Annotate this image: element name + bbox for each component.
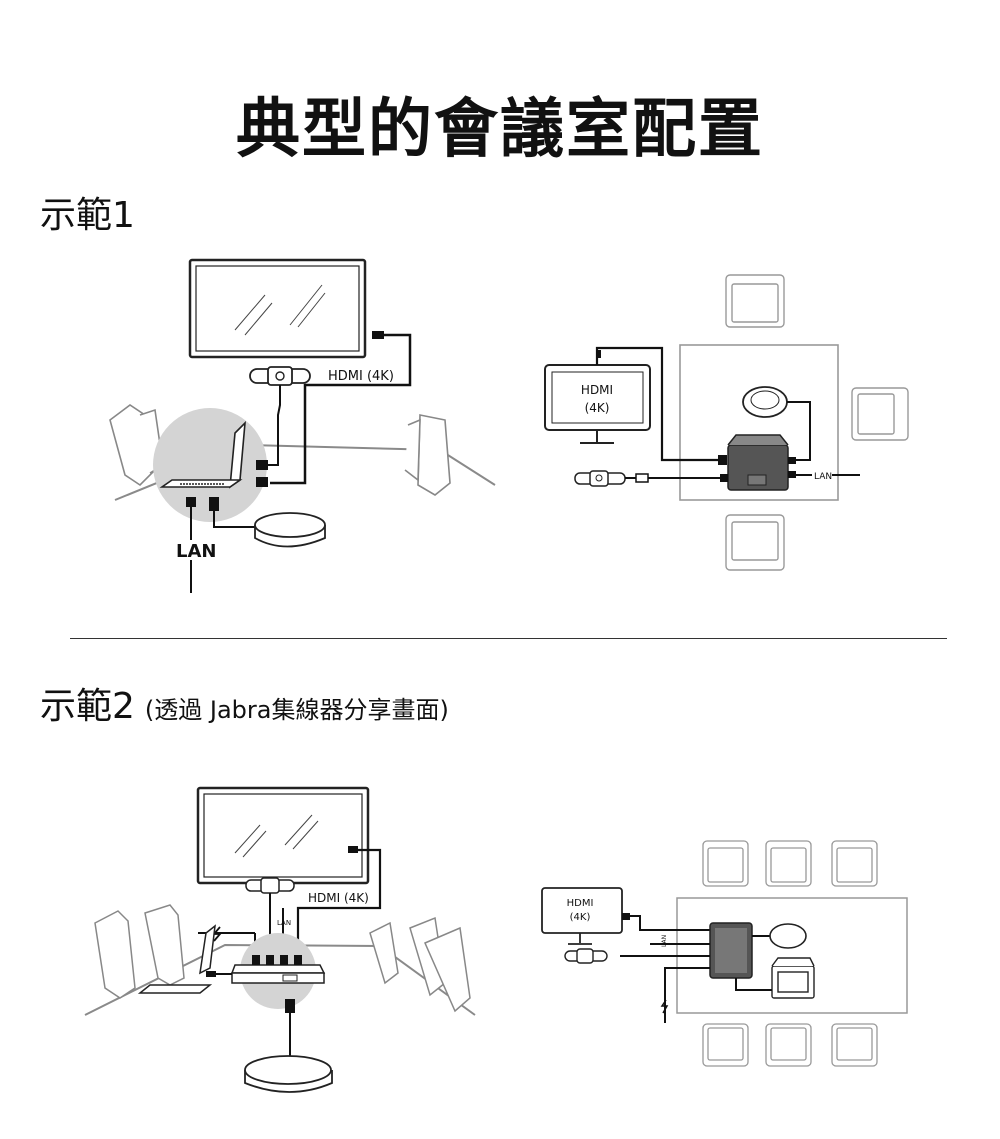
display-screen [188, 258, 367, 359]
chairs-bottom [702, 1023, 878, 1067]
usb-port [256, 460, 268, 470]
chairs-left [94, 904, 185, 999]
video-bar-camera [245, 877, 295, 955]
chairs-right [369, 916, 471, 1013]
example1-room-topdown: HDMI (4K) LAN [544, 274, 909, 571]
monitor: HDMI (4K) [541, 887, 623, 945]
hdmi-cable [630, 915, 710, 931]
power-bolt-icon [660, 999, 669, 1014]
laptop [137, 924, 216, 994]
example2-subheading: (透過 Jabra集線器分享畫面) [144, 696, 449, 724]
video-bar-camera [249, 366, 311, 466]
monitor-resolution-label: (4K) [585, 401, 610, 415]
example2-room-perspective: HDMI (4K) LAN [84, 786, 476, 1093]
usb-connector [209, 497, 219, 511]
lan-label: LAN [814, 472, 832, 482]
monitor: HDMI (4K) [544, 364, 651, 444]
video-bar-camera [574, 470, 626, 487]
example1-heading: 示範1 [40, 186, 135, 238]
hdmi-label: HDMI (4K) [308, 891, 369, 905]
example2-room-topdown: HDMI (4K) LAN [541, 840, 908, 1067]
speakerphone [769, 923, 807, 949]
hdmi-label: HDMI (4K) [328, 369, 394, 384]
example1-heading-text: 示範1 [40, 195, 135, 236]
speakerphone [254, 512, 326, 548]
example1-room-perspective: HDMI (4K) LAN [109, 258, 496, 593]
lan-port [186, 497, 196, 507]
lan-label: LAN [176, 541, 216, 562]
display-screen [196, 786, 370, 885]
monitor-hdmi-label: HDMI [581, 383, 613, 397]
usb-connector [285, 999, 295, 1013]
laptop [771, 957, 815, 999]
chair-right [404, 414, 451, 496]
laptop [159, 420, 246, 489]
power-cable [664, 967, 710, 1023]
page-title: 典型的會議室配置 [236, 93, 764, 167]
hdmi-cable: HDMI (4K) [270, 331, 412, 485]
speakerphone [244, 1055, 333, 1093]
jabra-hub [230, 955, 326, 984]
chair-bottom [725, 514, 785, 571]
chair-right [851, 387, 909, 441]
monitor-hdmi-label: HDMI [567, 898, 594, 909]
monitor-resolution-label: (4K) [570, 912, 591, 923]
video-bar-camera [564, 948, 608, 964]
power-bolt-icon [212, 926, 222, 942]
chair-top [725, 274, 785, 328]
example2-heading-text: 示範2 [40, 686, 135, 727]
lan-label: LAN [661, 935, 668, 947]
section-divider [70, 638, 947, 639]
chairs-top [702, 840, 878, 887]
jabra-hub [709, 922, 753, 979]
laptop [727, 434, 789, 491]
lan-label: LAN [277, 919, 291, 927]
hdmi-cable: HDMI (4K) [296, 846, 382, 955]
example2-heading: 示範2 (透過 Jabra集線器分享畫面) [40, 677, 449, 729]
hdmi-port [256, 477, 268, 487]
